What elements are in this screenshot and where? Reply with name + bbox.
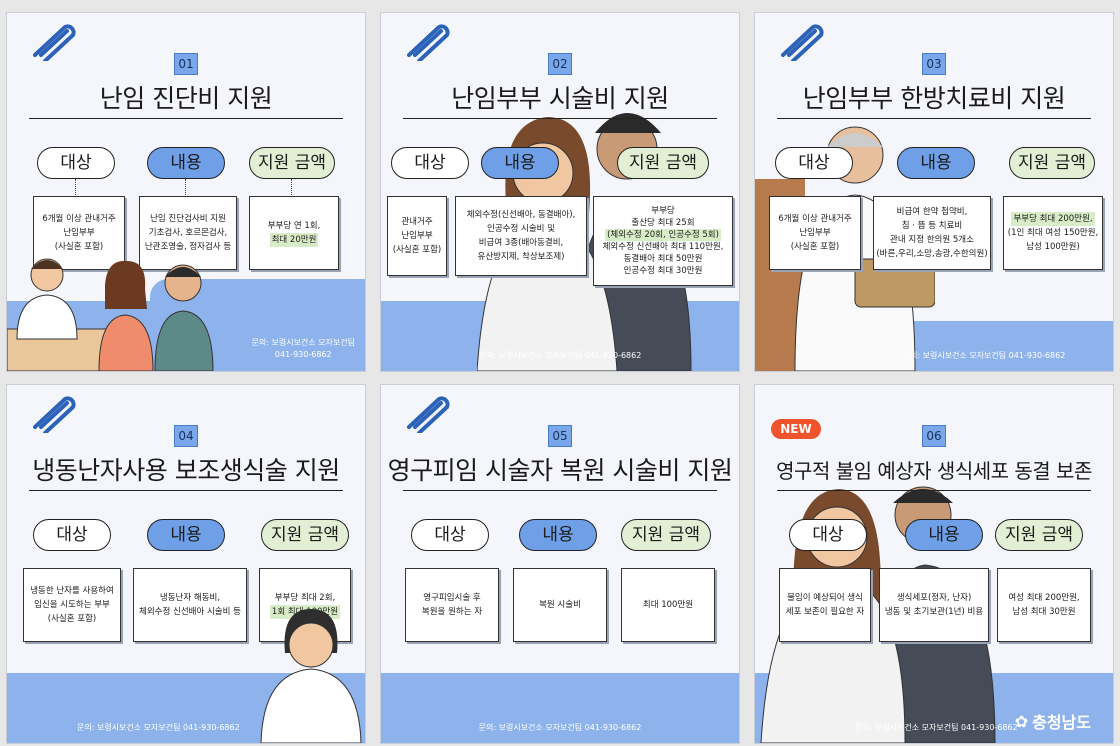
paperclip-icon bbox=[781, 24, 824, 61]
divider bbox=[403, 490, 717, 491]
paperclip-icon bbox=[407, 396, 450, 433]
label-content: 내용 bbox=[481, 147, 559, 179]
divider bbox=[29, 118, 343, 119]
label-amount: 지원 금액 bbox=[617, 147, 709, 179]
label-content: 내용 bbox=[519, 519, 597, 551]
label-target: 대상 bbox=[37, 147, 115, 179]
card-title: 영구피임 시술자 복원 시술비 지원 bbox=[387, 456, 733, 485]
amount-box: 부부당 최대 200만원,(1인 최대 여성 150만원,남성 100만원) bbox=[1003, 196, 1103, 270]
amount-box: 여성 최대 200만원,남성 최대 30만원 bbox=[997, 568, 1091, 642]
label-amount: 지원 금액 bbox=[995, 519, 1083, 551]
label-amount: 지원 금액 bbox=[1009, 147, 1095, 179]
paperclip-icon bbox=[407, 24, 450, 61]
label-target: 대상 bbox=[411, 519, 489, 551]
label-content: 내용 bbox=[147, 147, 225, 179]
content-box: 생식세포(정자, 난자)냉동 및 초기보관(1년) 비용 bbox=[879, 568, 989, 642]
card-title: 영구적 불임 예상자 생식세포 동결 보존 bbox=[776, 459, 1092, 483]
contact-info: 문의: 보령시보건소 모자보건팀 041-930-6862 bbox=[855, 723, 1018, 732]
contact-info: 문의: 보령시보건소 모자보건팀 041-930-6862 bbox=[902, 351, 1066, 360]
label-target: 대상 bbox=[789, 519, 867, 551]
card-title: 난임부부 한방치료비 지원 bbox=[802, 84, 1066, 113]
label-amount: 지원 금액 bbox=[621, 519, 711, 551]
female-doctor-illustration bbox=[260, 609, 362, 743]
content-box: 복원 시술비 bbox=[513, 568, 607, 642]
card-04: 04 냉동난자사용 보조생식술 지원 대상 내용 지원 금액 냉동한 난자를 사… bbox=[6, 384, 366, 744]
label-content: 내용 bbox=[905, 519, 983, 551]
card-number: 06 bbox=[922, 425, 946, 447]
label-amount: 지원 금액 bbox=[249, 147, 335, 179]
card-title: 난임 진단비 지원 bbox=[99, 84, 273, 113]
card-title: 냉동난자사용 보조생식술 지원 bbox=[32, 456, 340, 485]
divider bbox=[777, 118, 1091, 119]
divider bbox=[403, 118, 717, 119]
card-number: 04 bbox=[174, 425, 198, 447]
divider bbox=[29, 490, 343, 491]
amount-box: 최대 100만원 bbox=[621, 568, 715, 642]
amount-box: 부부당 연 1회,최대 20만원 bbox=[249, 196, 339, 270]
logo: ✿ 충청남도 bbox=[1014, 711, 1091, 733]
label-target: 대상 bbox=[33, 519, 111, 551]
blue-band bbox=[381, 673, 739, 743]
label-target: 대상 bbox=[775, 147, 853, 179]
label-amount: 지원 금액 bbox=[261, 519, 349, 551]
card-05: 05 영구피임 시술자 복원 시술비 지원 대상 내용 지원 금액 영구피임시술… bbox=[380, 384, 740, 744]
label-target: 대상 bbox=[391, 147, 469, 179]
content-box: 냉동난자 해동비,체외수정 신선배아 시술비 등 bbox=[133, 568, 247, 642]
flower-icon: ✿ bbox=[1014, 711, 1029, 731]
label-content: 내용 bbox=[147, 519, 225, 551]
paperclip-icon bbox=[33, 396, 76, 433]
label-content: 내용 bbox=[897, 147, 975, 179]
card-number: 02 bbox=[548, 53, 572, 75]
family-doctor-illustration bbox=[7, 258, 214, 371]
card-title: 난임부부 시술비 지원 bbox=[451, 84, 669, 113]
card-number: 03 bbox=[922, 53, 946, 75]
paperclip-icon bbox=[33, 24, 76, 61]
card-number: 05 bbox=[548, 425, 572, 447]
contact-info: 문의: 보령시보건소 모자보건팀 041-930-6862 bbox=[77, 723, 240, 732]
card-03: 03 난임부부 한방치료비 지원 대상 내용 지원 금액 6개월 이상 관내거주… bbox=[754, 12, 1114, 372]
divider bbox=[777, 490, 1091, 491]
new-badge: NEW bbox=[771, 419, 821, 439]
contact-info: 문의: 보령시보건소 모자보건팀 041-930-6862 bbox=[478, 723, 642, 732]
card-number: 01 bbox=[174, 53, 198, 75]
card-06: NEW 06 영구적 불임 예상자 생식세포 동결 보존 대상 내용 지원 금액… bbox=[754, 384, 1114, 744]
contact-info: 문의: 보령시보건소 모자보건팀 041-930-6862 bbox=[478, 351, 642, 360]
